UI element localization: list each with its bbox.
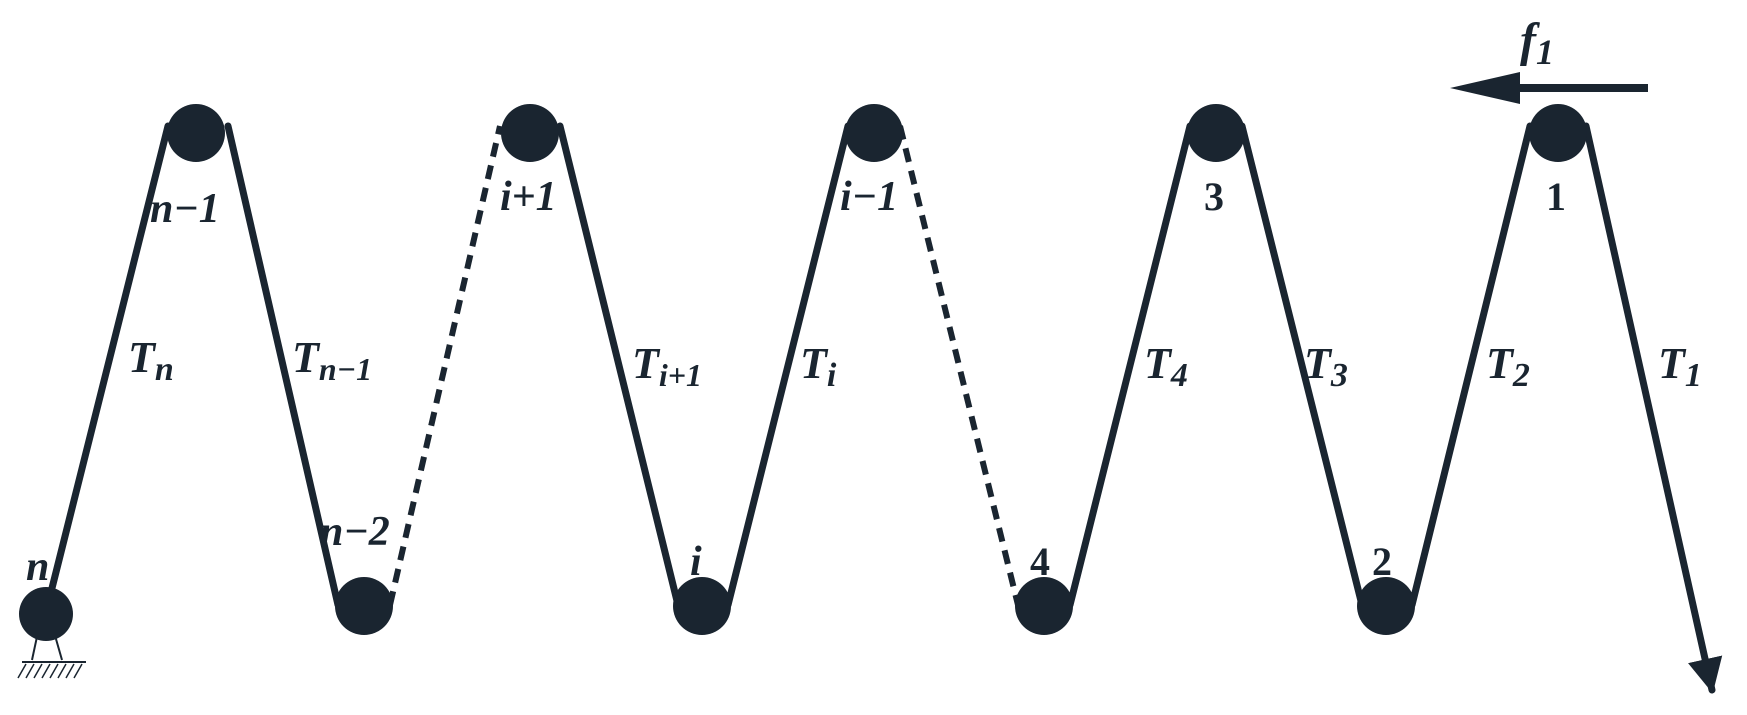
node-label-n-minus-2: n−2	[320, 509, 390, 555]
pulley-n	[19, 587, 73, 641]
tension-label-t1: T1	[1658, 339, 1702, 394]
node-label-1: 1	[1546, 174, 1566, 219]
node-label-n-minus-1: n−1	[150, 186, 220, 232]
node-label-3: 3	[1204, 174, 1224, 219]
pulley-n-1	[167, 104, 225, 162]
pulley-i	[673, 577, 731, 635]
tension-label-t4: T4	[1144, 339, 1188, 394]
node-label-i-minus-1: i−1	[840, 174, 898, 220]
pulley-i-1	[501, 104, 559, 162]
tension-label-tn: Tn	[128, 333, 174, 388]
strand-t1	[1582, 122, 1723, 694]
node-label-i-plus-1: i+1	[500, 174, 557, 220]
node-label-n: n	[26, 544, 49, 590]
strand-dashed-right	[897, 125, 1021, 606]
cable	[42, 122, 1723, 694]
pulleys	[19, 104, 1587, 641]
tension-labels: T1 T2 T3 T4 Ti Ti+1 Tn−1 Tn	[128, 333, 1702, 394]
tension-label-t2: T2	[1486, 339, 1530, 394]
strand-tn	[42, 122, 172, 616]
node-labels: 1 2 3 4 i−1 i i+1 n−2 n−1 n	[26, 174, 1566, 590]
pulley-3	[1187, 104, 1245, 162]
force-f1	[1450, 72, 1648, 104]
node-label-2: 2	[1372, 539, 1392, 584]
strand-t2	[1408, 122, 1534, 609]
force-label-f1: f1	[1520, 14, 1554, 72]
tension-label-tn-minus-1: Tn−1	[292, 333, 372, 387]
strand-ti	[724, 122, 852, 609]
pulley-4	[1015, 577, 1073, 635]
strand-tn-1	[224, 122, 342, 609]
node-label-4: 4	[1030, 539, 1050, 584]
strand-t4	[1066, 122, 1194, 609]
pulley-2	[1357, 577, 1415, 635]
strand-t3	[1238, 122, 1366, 609]
pulley-i-minus-1	[845, 104, 903, 162]
strand-dashed-left	[387, 125, 503, 606]
tension-label-ti: Ti	[800, 339, 837, 394]
pulley-1	[1529, 104, 1587, 162]
pulley-n-2	[335, 577, 393, 635]
tension-label-t3: T3	[1304, 339, 1348, 394]
node-label-i: i	[690, 539, 702, 585]
tension-label-ti-plus-1: Ti+1	[632, 339, 702, 393]
strand-ti-1	[556, 122, 682, 609]
